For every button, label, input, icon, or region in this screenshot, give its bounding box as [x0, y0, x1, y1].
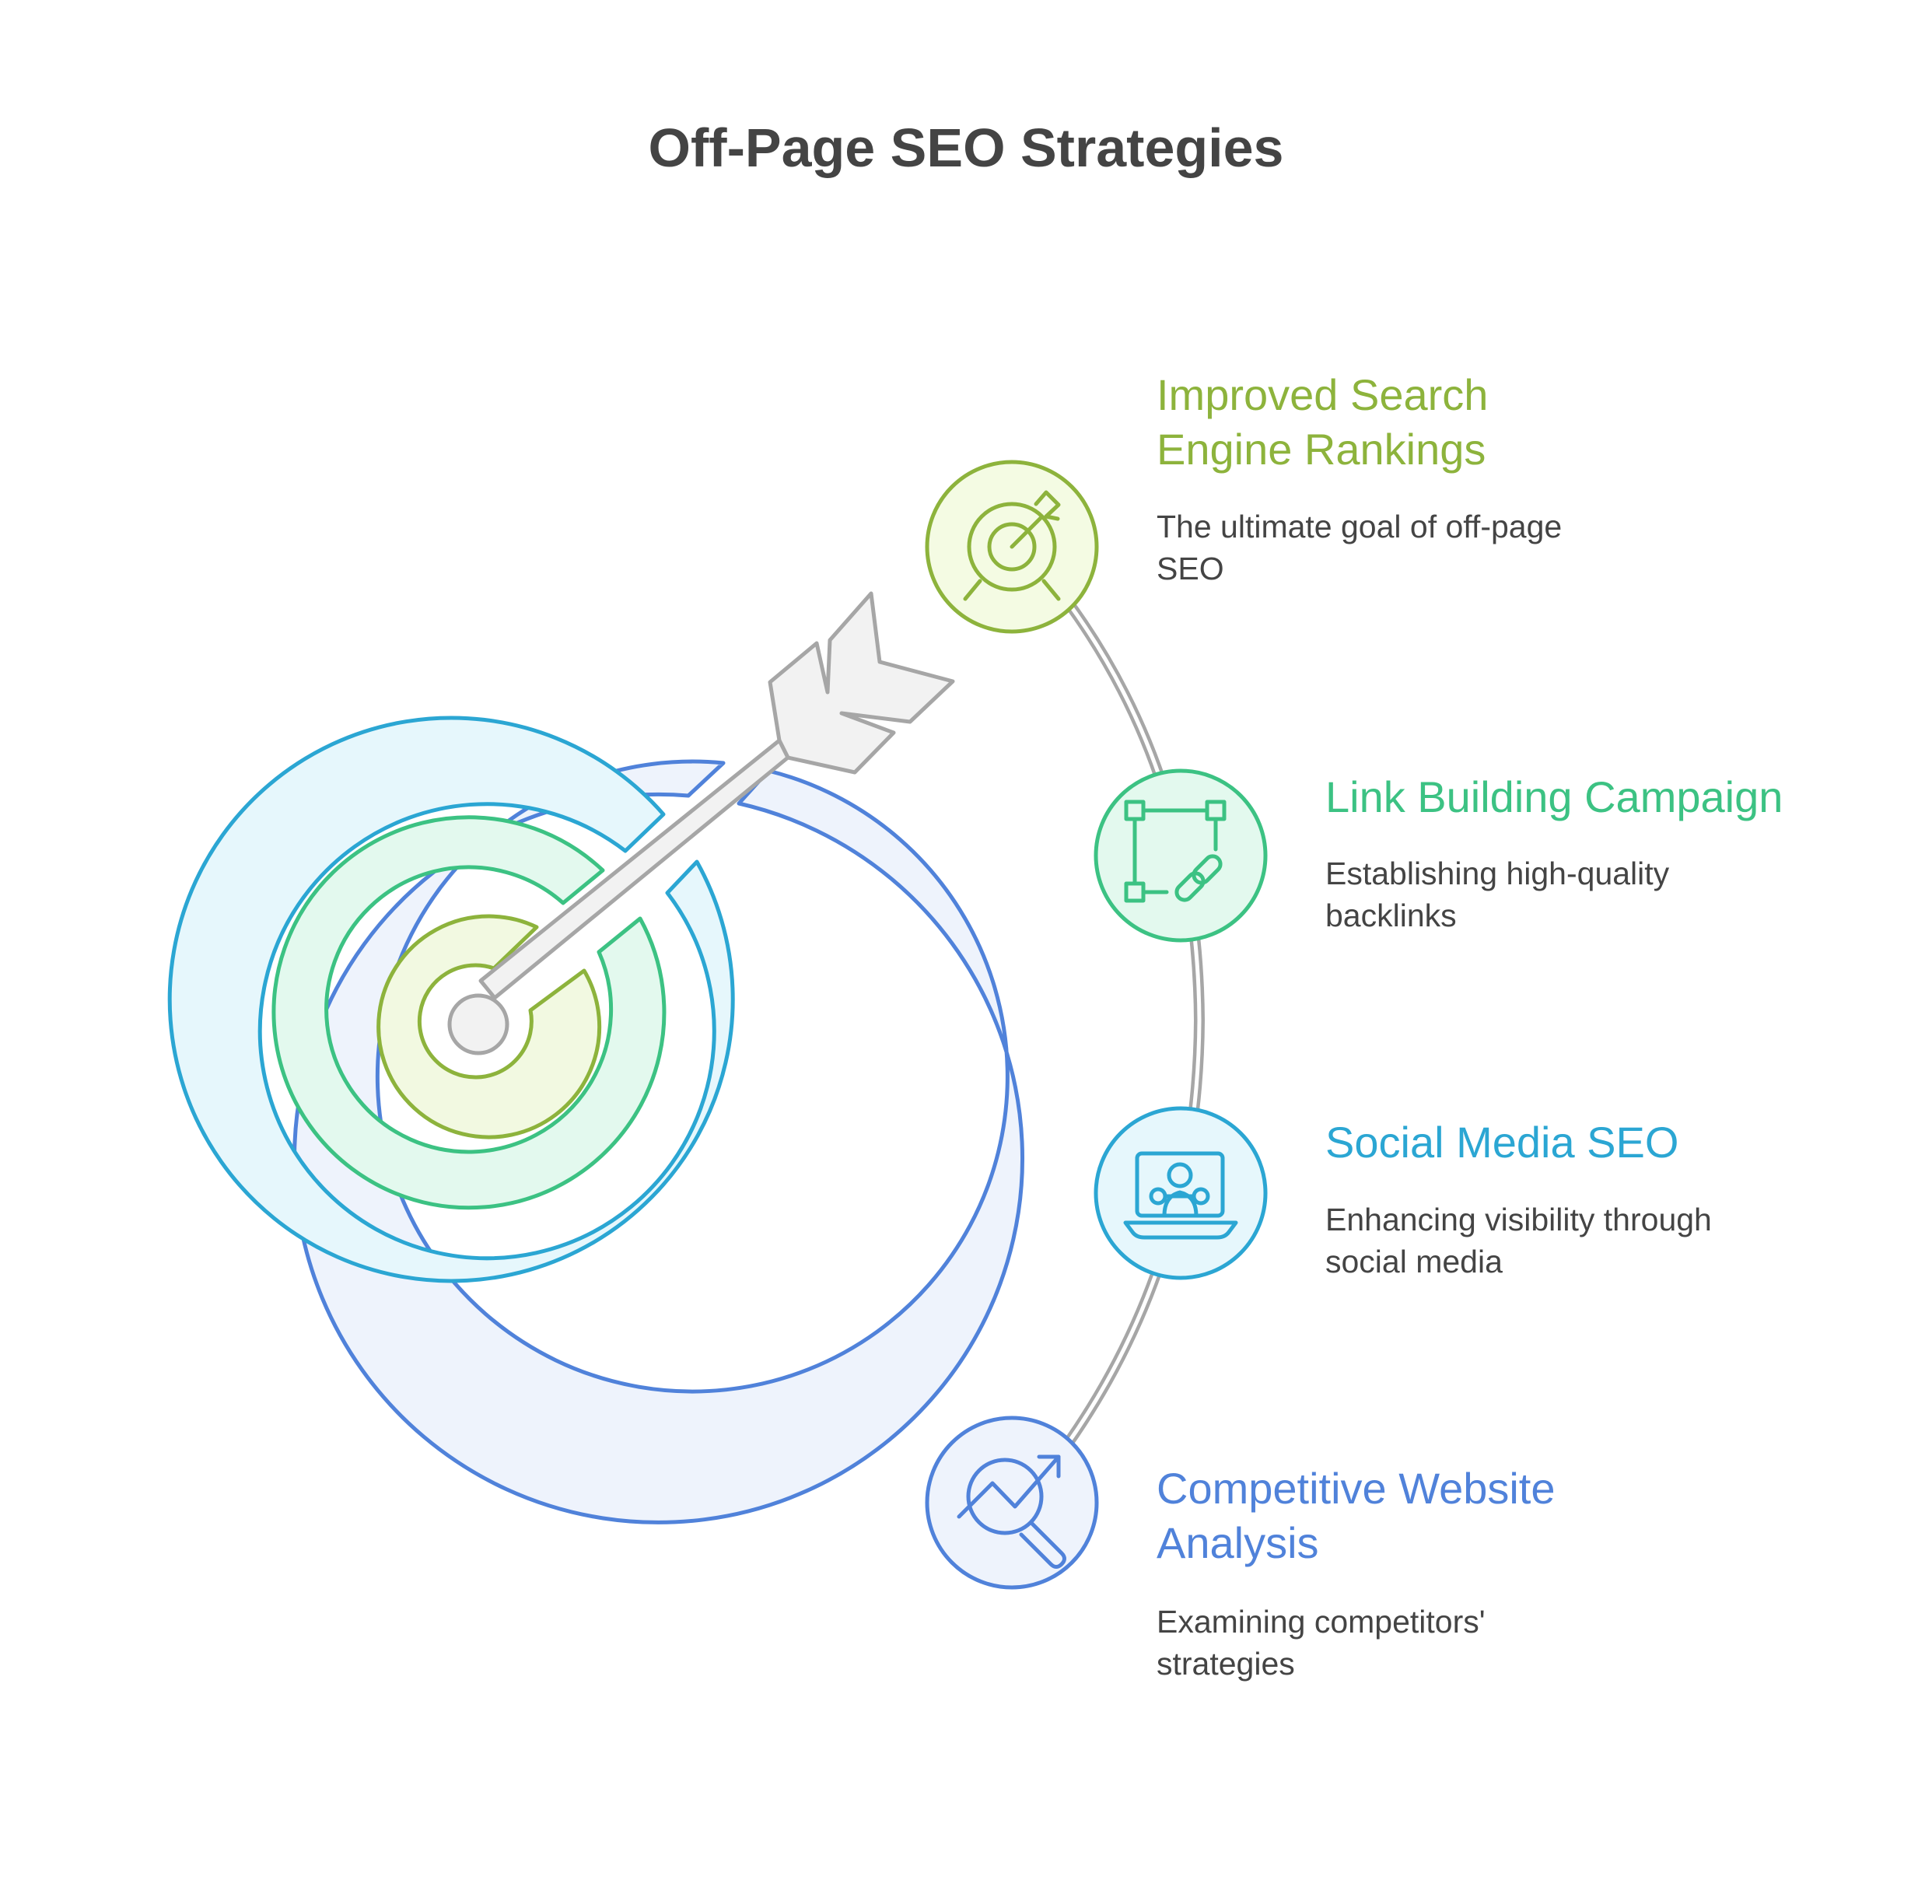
target-icon: [925, 460, 1099, 634]
item-desc-rankings: The ultimate goal of off-page SEO: [1157, 509, 1563, 586]
arrow-fletching: [768, 591, 955, 775]
arrow-graphic: [447, 591, 955, 1055]
item-title-rankings: Improved Search Engine Rankings: [1157, 370, 1489, 474]
item-desc-link-building: Establishing high-quality backlinks: [1325, 856, 1670, 933]
target-graphic: [167, 716, 1025, 1524]
item-desc-competitive: Examining competitors' strategies: [1157, 1604, 1486, 1682]
page-title: Off-Page SEO Strategies: [648, 117, 1284, 178]
item-title-competitive: Competitive Website Analysis: [1157, 1464, 1556, 1567]
connector-arc: [1061, 595, 1206, 1451]
link-icon: [1094, 768, 1268, 943]
target-ring-3: [271, 815, 667, 1210]
chart-magnifier-icon: [925, 1416, 1099, 1590]
target-ring-4: [376, 914, 602, 1139]
laptop-network-icon: [1094, 1106, 1268, 1280]
item-title-link-building: Link Building Campaign: [1325, 772, 1783, 821]
item-desc-social-media: Enhancing visibility through social medi…: [1325, 1202, 1712, 1279]
target-ring-2: [167, 716, 735, 1283]
arrow-shaft: [478, 738, 790, 1000]
arrow-tip: [447, 993, 509, 1055]
item-title-social-media: Social Media SEO: [1325, 1118, 1679, 1167]
